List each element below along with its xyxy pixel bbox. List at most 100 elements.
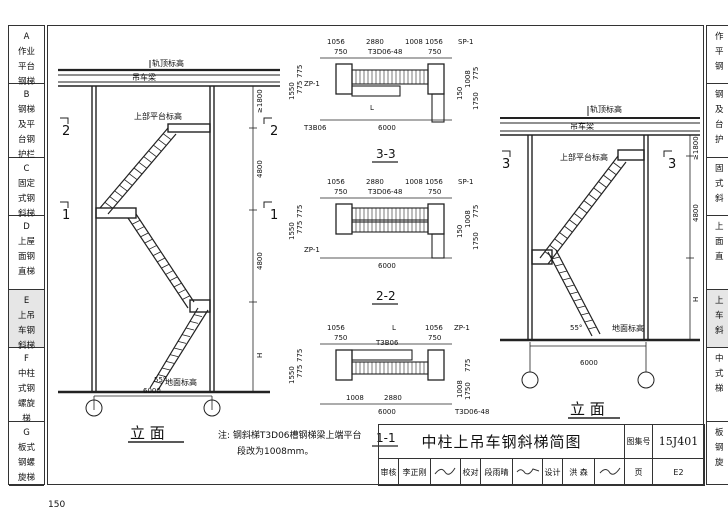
chapter-tab-text: 钢梯 [17,77,35,87]
chapter-tab-right-3[interactable]: 上面直 [707,216,728,290]
p22-right-dim-d: 775 [472,205,480,218]
left-rail-top-label: 轨顶标高 [152,58,184,68]
note-label: 注: [218,431,231,441]
page-code: E2 [652,458,705,486]
p22-left-dim-b: 775 [296,221,304,234]
left-dim-1800: ≥1800 [256,89,264,113]
checker-name: 段雨晴 [480,458,513,486]
chapter-tab-g[interactable]: G 板式钢螺旋梯 [9,422,44,486]
chapter-tab-text: 平台 [17,62,35,72]
chapter-tab-right-6[interactable]: 板钢旋 [707,422,728,484]
left-dim-4800a: 4800 [256,160,264,178]
chapter-tab-right-1[interactable]: 钢及台护 [707,84,728,158]
p11-right-dim-b: 1750 [464,382,472,400]
atlas-label: 图集号 [624,424,653,459]
chapter-tab-right-text: 作 [715,32,724,42]
chapter-tab-right-text: 式 [715,369,724,379]
chapter-tab-text: 及平 [17,120,35,130]
chapter-tab-right-text: 旋 [715,458,724,468]
p33-750-a: 750 [334,48,347,56]
p33-dim-a: 1056 [327,38,345,46]
chapter-tab-right-text: 钢 [715,443,724,453]
p11-left-dim-b: 775 [296,365,304,378]
plan-2-2: 1056 2880 1008 1056 750 750 T3D06-48 SP-… [288,178,480,305]
p22-zp: ZP-1 [304,246,320,254]
p11-right-dim-c: 775 [464,359,472,372]
p33-dim-c: 1008 [405,38,423,46]
chapter-tab-letter: G [23,428,30,438]
left-cut-2-left: 2 [62,124,70,139]
chapter-tab-text: 固定 [17,179,35,189]
p22-right-dim-a: 150 [456,225,464,238]
p11-zp: ZP-1 [454,324,470,332]
chapter-tab-letter: A [23,32,30,42]
p33-left-dim-c: 775 [296,65,304,78]
chapter-tab-right-text: 上 [715,222,724,232]
p33-sp: SP-1 [458,38,474,46]
p33-dim-b: 2880 [366,38,384,46]
p11-span: 6000 [378,408,396,416]
chapter-tab-right-text: 车 [715,311,724,321]
chapter-tab-right-0[interactable]: 作平钢 [707,26,728,84]
checker-signature [512,458,543,486]
left-angle-label: 55° [154,376,166,384]
chapter-tab-letter: F [24,354,29,364]
chapter-tab-right-text: 固 [715,164,724,174]
left-span-label: 6000 [143,387,161,395]
p11-dim-b: 1056 [425,324,443,332]
p33-left-dim-a: 1550 [288,82,296,100]
left-elevation-title: 立 面 [130,424,165,442]
atlas-number: 15J401 [652,424,705,459]
chapter-tabs-right: 作平钢钢及台护固式斜上面直上车斜中式梯板钢旋 [706,25,728,485]
review-label: 审核 [378,458,399,486]
p22-left-dim-a: 1550 [288,222,296,240]
chapter-tab-right-text: 板 [715,428,724,438]
plan-3-3-title: 3-3 [376,147,396,161]
plan-3-3: 1056 2880 1008 1056 750 750 T3D06-48 SP-… [288,38,480,163]
left-cut-2-right: 2 [270,124,278,139]
designer-name: 洪 森 [562,458,595,486]
chapter-tab-text: 护栏 [17,150,35,160]
chapter-tab-text: 直梯 [17,267,35,277]
chapter-tab-right-2[interactable]: 固式斜 [707,158,728,216]
left-upper-platform-label: 上部平台标高 [134,111,182,121]
p33-t3b: T3B06 [303,124,327,132]
chapter-tab-right-text: 及 [715,105,724,115]
p33-right-dim-c: 1750 [472,92,480,110]
chapter-tab-right-text: 护 [715,135,724,145]
chapter-tab-text: 板式 [17,443,35,453]
right-span-label: 6000 [580,359,598,367]
check-label: 校对 [460,458,481,486]
chapter-tab-right-5[interactable]: 中式梯 [707,348,728,422]
p11-left-dim-a: 1550 [288,366,296,384]
right-cut-3-left: 3 [502,157,510,172]
p11-left-dim-c: 775 [296,349,304,362]
left-ground-label: 地面标高 [165,377,197,387]
chapter-tab-text: 旋梯 [17,473,35,483]
p33-beam: T3D06-48 [367,48,402,56]
chapter-tab-letter: E [23,296,30,306]
note-line-2: 段改为1008mm。 [237,447,314,457]
p11-dim-a: 1056 [327,324,345,332]
chapter-tab-right-4[interactable]: 上车斜 [707,290,728,348]
right-dim-h: H [692,297,700,302]
right-rail-top-label: 轨顶标高 [590,104,622,114]
chapter-tab-text: 钢螺 [17,458,35,468]
left-cut-1-left: 1 [62,208,70,223]
page-number: 150 [48,500,66,510]
p33-l: L [370,104,374,112]
chapter-tab-letter: C [23,164,30,174]
chapter-tab-text: 螺旋 [17,399,35,409]
right-dim-1800: ≥1800 [692,136,700,160]
chapter-tab-right-text: 平 [715,47,724,57]
reviewer-name: 李正刚 [398,458,431,486]
p22-750-b: 750 [428,188,441,196]
